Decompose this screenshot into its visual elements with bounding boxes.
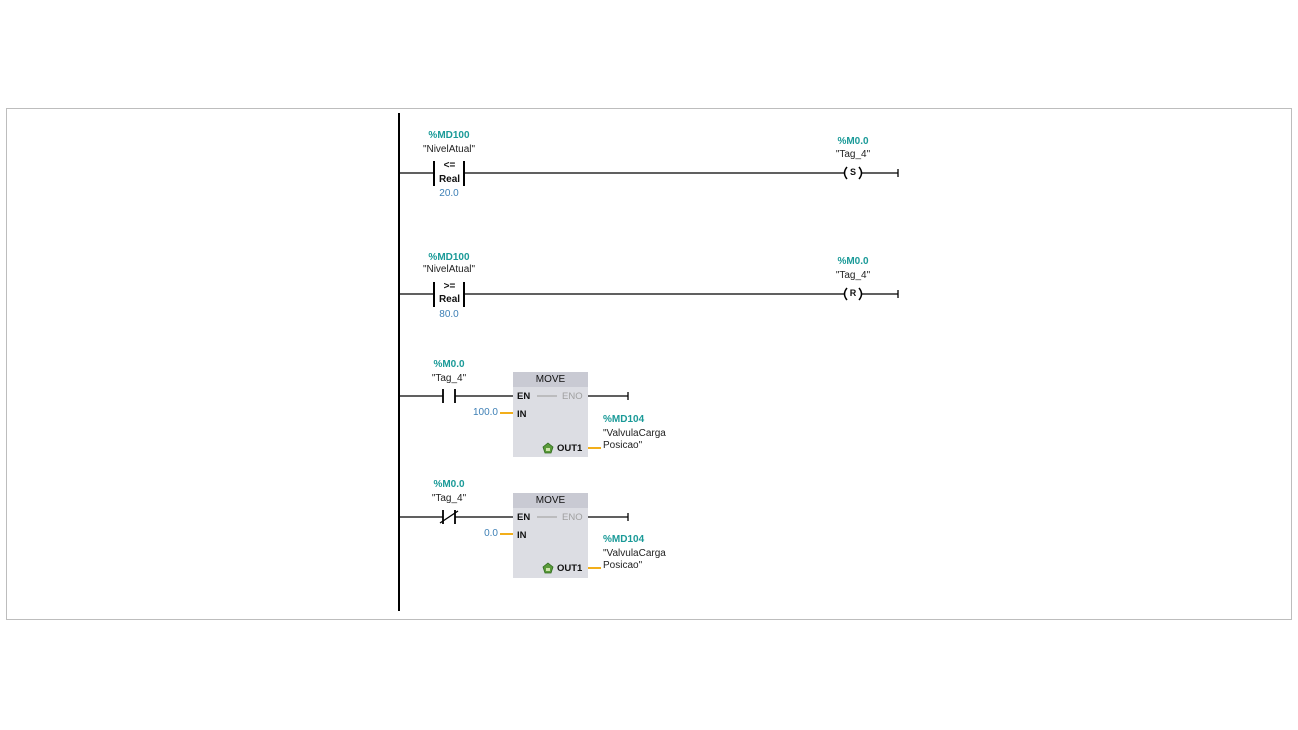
- set-coil-right: [858, 166, 863, 180]
- out-tag-name-line2: Posicao": [603, 440, 643, 451]
- network-3[interactable]: [399, 372, 629, 457]
- ladder-editor-frame: [6, 108, 1292, 620]
- in-value: 100.0: [472, 407, 498, 418]
- out-tag-name-line1: "ValvulaCarga: [603, 548, 666, 559]
- compare-operator: <=: [443, 160, 456, 171]
- compare-operand: 80.0: [439, 309, 459, 320]
- out-tag-name-line2: Posicao": [603, 560, 643, 571]
- coil-address: %M0.0: [837, 136, 869, 147]
- move-block-header: [513, 493, 588, 508]
- coil-tag-name: "Tag_4": [835, 149, 871, 160]
- coil-tag-name: "Tag_4": [835, 270, 871, 281]
- compare-type: Real: [438, 174, 461, 185]
- coil-address: %M0.0: [837, 256, 869, 267]
- contact-tag-name: "Tag_4": [431, 493, 467, 504]
- contact-tag-name: "Tag_4": [431, 373, 467, 384]
- en-pin-label: EN: [517, 391, 531, 402]
- network-1[interactable]: [399, 161, 899, 186]
- eno-pin-label: ENO: [562, 512, 583, 523]
- compare-operand: 20.0: [439, 188, 459, 199]
- contact-address: %M0.0: [433, 479, 465, 490]
- compare-type: Real: [438, 294, 461, 305]
- move-block-title: MOVE: [535, 374, 566, 385]
- coil-symbol: R: [849, 288, 857, 298]
- in-pin-label: IN: [517, 409, 527, 420]
- reset-coil-left: [843, 287, 848, 301]
- eno-pin-label: ENO: [562, 391, 583, 402]
- out-address: %MD104: [603, 534, 645, 545]
- network-2[interactable]: [399, 282, 899, 307]
- contact-tag-name: "NivelAtual": [422, 144, 476, 155]
- reset-coil-right: [858, 287, 863, 301]
- set-coil-left: [843, 166, 848, 180]
- out-tag-icon: [542, 442, 554, 454]
- move-block-header: [513, 372, 588, 387]
- out-tag-name-line1: "ValvulaCarga: [603, 428, 666, 439]
- contact-address: %MD100: [428, 252, 470, 263]
- out-pin-label: OUT1: [557, 563, 583, 574]
- out-pin-label: OUT1: [557, 443, 583, 454]
- move-block-title: MOVE: [535, 495, 566, 506]
- in-pin-label: IN: [517, 530, 527, 541]
- contact-tag-name: "NivelAtual": [422, 264, 476, 275]
- en-pin-label: EN: [517, 512, 531, 523]
- network-4[interactable]: [399, 493, 629, 578]
- out-address: %MD104: [603, 414, 645, 425]
- in-value: 0.0: [484, 528, 498, 539]
- compare-operator: >=: [443, 281, 456, 292]
- out-tag-icon: [542, 562, 554, 574]
- contact-address: %MD100: [428, 130, 470, 141]
- coil-symbol: S: [849, 167, 856, 177]
- contact-address: %M0.0: [433, 359, 465, 370]
- nc-contact-slash: [439, 510, 459, 524]
